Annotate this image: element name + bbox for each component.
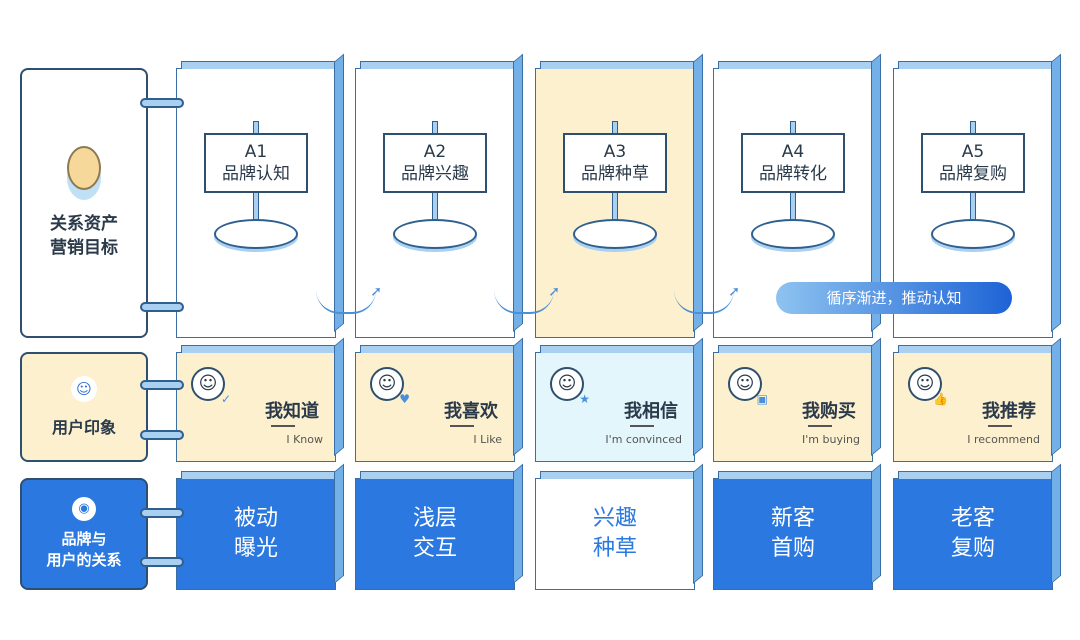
binder-ring — [140, 380, 184, 390]
impression-subtitle: I Know — [286, 433, 323, 446]
relation-text: 兴趣 种草 — [592, 506, 637, 561]
impression-title: 我知道 — [265, 401, 319, 422]
binder-ring — [140, 98, 184, 108]
impression-title: 我相信 — [624, 401, 678, 422]
smiley-heart-icon: ☺♥ — [370, 367, 410, 405]
relation-text: 被动 曝光 — [233, 506, 278, 561]
impression-title: 我推荐 — [982, 401, 1036, 422]
sign-base — [214, 219, 298, 249]
impression-subtitle: I'm buying — [802, 433, 860, 446]
relation-text: 老客 复购 — [950, 506, 995, 561]
relation-card: 兴趣 种草 — [535, 471, 703, 590]
user-icon: ☺ — [71, 376, 97, 402]
divider — [630, 425, 654, 427]
binder-ring — [140, 557, 184, 567]
relation-text: 浅层 交互 — [412, 506, 457, 561]
divider — [271, 425, 295, 427]
impression-title: 我购买 — [802, 401, 856, 422]
binder-ring — [140, 508, 184, 518]
relation-card: 浅层 交互 — [355, 471, 523, 590]
sign-base — [573, 219, 657, 249]
row-label-impression: ☺ 用户印象 — [20, 352, 148, 462]
coin-icon — [67, 146, 101, 190]
sign-base — [393, 219, 477, 249]
impression-card: ☺★ 我相信 I'm convinced — [535, 345, 703, 462]
divider — [988, 425, 1012, 427]
smiley-bag-icon: ☺▣ — [728, 367, 768, 405]
divider — [450, 425, 474, 427]
sign-base — [931, 219, 1015, 249]
stage-name: 品牌认知 — [222, 164, 290, 184]
relation-card: 被动 曝光 — [176, 471, 344, 590]
row-label-goal: 关系资产 营销目标 — [20, 68, 148, 338]
binder-ring — [140, 430, 184, 440]
callout-pill: 循序渐进，推动认知 — [776, 282, 1012, 314]
stage-code: A4 — [781, 142, 805, 162]
impression-subtitle: I Like — [473, 433, 502, 446]
stage-name: 品牌转化 — [759, 164, 827, 184]
impression-subtitle: I'm convinced — [605, 433, 682, 446]
curved-arrow-icon: ➚ — [494, 284, 560, 314]
impression-card: ☺✓ 我知道 I Know — [176, 345, 344, 462]
impression-card: ☺👍 我推荐 I recommend — [893, 345, 1061, 462]
smiley-check-icon: ☺✓ — [191, 367, 231, 405]
curved-arrow-icon: ➚ — [316, 284, 382, 314]
stage-code: A2 — [423, 142, 447, 162]
stage-code: A1 — [244, 142, 268, 162]
stage-code: A3 — [603, 142, 627, 162]
impression-card: ☺♥ 我喜欢 I Like — [355, 345, 523, 462]
curved-arrow-icon: ➚ — [674, 284, 740, 314]
binder-ring — [140, 302, 184, 312]
relation-card: 老客 复购 — [893, 471, 1061, 590]
divider — [808, 425, 832, 427]
row-label-text: 品牌与 用户的关系 — [46, 530, 122, 569]
stage-name: 品牌种草 — [581, 164, 649, 184]
smiley-star-icon: ☺★ — [550, 367, 590, 405]
sign-base — [751, 219, 835, 249]
stage-code: A5 — [961, 142, 985, 162]
smiley-thumb-icon: ☺👍 — [908, 367, 948, 405]
brand-icon: ◉ — [72, 497, 96, 521]
stage-name: 品牌兴趣 — [401, 164, 469, 184]
impression-subtitle: I recommend — [967, 433, 1040, 446]
row-label-text: 关系资产 营销目标 — [50, 214, 118, 258]
stage-name: 品牌复购 — [939, 164, 1007, 184]
relation-text: 新客 首购 — [770, 506, 815, 561]
impression-title: 我喜欢 — [444, 401, 498, 422]
impression-card: ☺▣ 我购买 I'm buying — [713, 345, 881, 462]
row-label-relation: ◉ 品牌与 用户的关系 — [20, 478, 148, 590]
row-label-text: 用户印象 — [51, 418, 116, 437]
relation-card: 新客 首购 — [713, 471, 881, 590]
